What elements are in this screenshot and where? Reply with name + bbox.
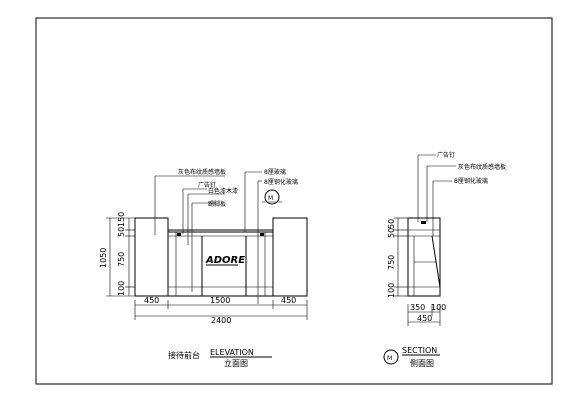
dim-h-total-label: 2400 xyxy=(211,316,231,325)
section-dim-v-a: 50 xyxy=(387,219,396,229)
elevation-title-sub: 立面图 xyxy=(224,358,248,368)
section-title-mark-circle xyxy=(383,349,399,365)
section-slant-front xyxy=(431,235,441,288)
dim-v-50: 50 xyxy=(117,227,126,237)
section-title-en: SECTION xyxy=(402,346,437,355)
section-dim-v-b: 50 xyxy=(387,228,396,238)
logo-text: ADORE xyxy=(205,255,245,266)
section-dim-h-total-label: 450 xyxy=(417,314,432,323)
counter-body xyxy=(167,229,274,297)
section-label-glass: 8厘钢化玻璃 xyxy=(454,177,488,185)
label-tempered-glass: 8厘钢化玻璃 xyxy=(264,178,298,186)
section-nail-dot xyxy=(421,221,426,224)
section-dim-v-d: 100 xyxy=(387,283,396,298)
dim-h-left: 450 xyxy=(144,296,159,305)
elevation-title-en: ELEVATION xyxy=(210,348,254,357)
dim-v-total: 1050 xyxy=(99,248,108,268)
section-dim-v-c: 750 xyxy=(387,255,396,270)
dim-v-100: 100 xyxy=(117,281,126,296)
label-skirting: 踢脚板 xyxy=(208,200,226,208)
section-dim-h-a: 350 xyxy=(410,303,425,312)
section-body xyxy=(407,217,441,297)
section-dim-h-b: 100 xyxy=(431,303,446,312)
section-mark-letter: M xyxy=(268,195,273,202)
nail-dot xyxy=(177,233,181,236)
section-label-fabric: 灰色布纹质感墙板 xyxy=(458,163,506,171)
right-column xyxy=(272,217,308,297)
section-mark-circle xyxy=(264,189,280,205)
label-white-base: 白色漆木漆 xyxy=(208,187,238,195)
elevation-title-cn: 接待前台 xyxy=(168,350,200,360)
label-nail: 广告钉 xyxy=(198,181,216,189)
left-column xyxy=(134,217,169,297)
dim-h-right: 450 xyxy=(281,296,296,305)
section-title-sub: 侧面图 xyxy=(410,358,434,368)
dim-v-750: 750 xyxy=(117,252,126,267)
section-view: 广告钉 灰色布纹质感墙板 8厘钢化玻璃 50 50 750 100 350 10… xyxy=(383,151,506,368)
elevation-view: ADORE 灰色布纹质感墙板 广告钉 白色漆木漆 踢脚板 8厘玻璃 8厘钢化玻璃… xyxy=(99,168,308,368)
nail-dot xyxy=(260,233,264,236)
dim-h-middle: 1500 xyxy=(210,296,230,305)
dim-v-150: 150 xyxy=(117,212,126,227)
section-label-nail: 广告钉 xyxy=(437,151,455,159)
label-fabric-panel: 灰色布纹质感墙板 xyxy=(178,168,226,176)
label-glass-edge: 8厘玻璃 xyxy=(264,168,286,176)
section-title-mark-letter: M xyxy=(387,355,392,362)
drawing-border xyxy=(35,17,553,385)
